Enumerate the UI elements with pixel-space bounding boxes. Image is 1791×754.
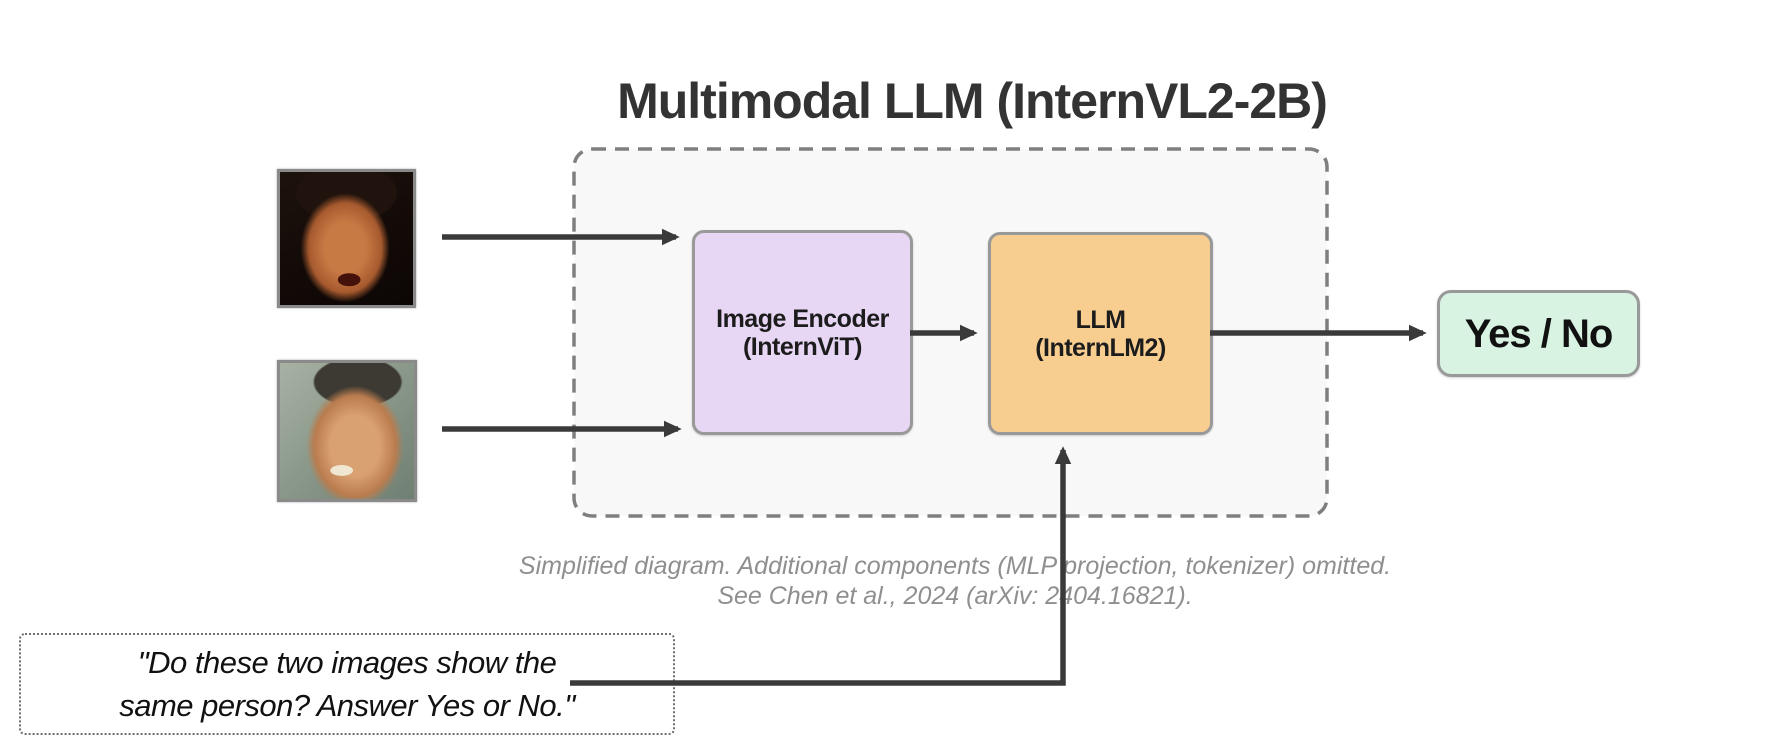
- llm-label-line2: (InternLM2): [1035, 333, 1166, 362]
- image-encoder-label-line2: (InternViT): [742, 332, 863, 361]
- image-encoder-node: Image Encoder (InternViT): [692, 230, 913, 435]
- llm-label-line1: LLM: [1075, 305, 1126, 334]
- diagram-title: Multimodal LLM (InternVL2-2B): [617, 73, 1328, 129]
- dashed-boundary: [572, 147, 1329, 518]
- output-node: Yes / No: [1437, 290, 1640, 377]
- image-encoder-label-line1: Image Encoder: [716, 304, 889, 333]
- prompt-line2: same person? Answer Yes or No.": [119, 688, 575, 723]
- face-photo-1: [277, 169, 416, 308]
- text-prompt-box: "Do these two images show the same perso…: [19, 633, 675, 735]
- llm-node: LLM (InternLM2): [988, 232, 1213, 435]
- caption-line1: Simplified diagram. Additional component…: [518, 552, 1392, 580]
- prompt-line1: "Do these two images show the: [137, 645, 557, 680]
- caption-line2: See Chen et al., 2024 (arXiv: 2404.16821…: [717, 582, 1193, 610]
- output-label: Yes / No: [1464, 311, 1614, 356]
- figure-caption: Simplified diagram. Additional component…: [400, 551, 1510, 611]
- face-photo-2: [277, 360, 417, 502]
